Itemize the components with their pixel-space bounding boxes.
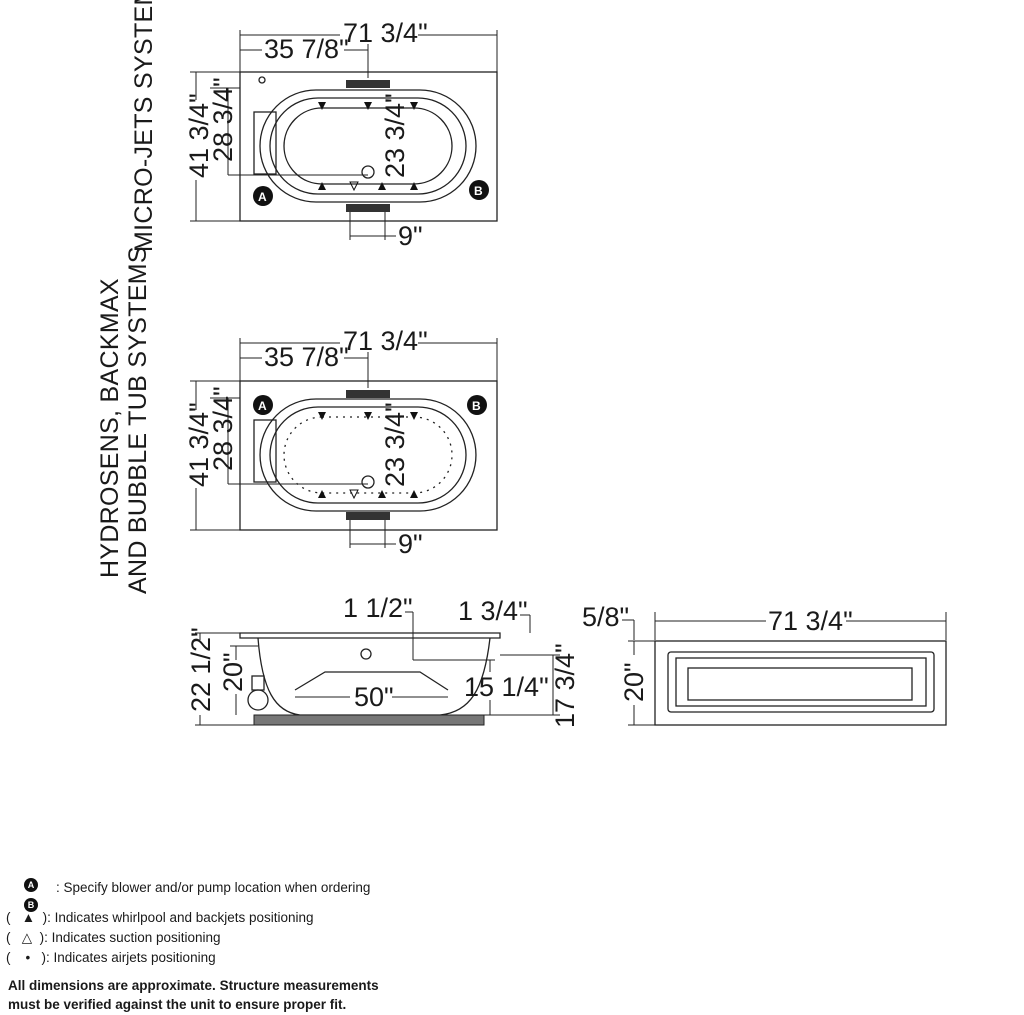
legend-row-whirlpool: ( ▲ ): Indicates whirlpool and backjets … [6,910,314,925]
dim-width: 41 3/4" [184,93,214,178]
dim-overall-height: 22 1/2" [186,627,216,712]
legend-row-airjets: ( • ): Indicates airjets positioning [6,950,216,965]
side-elevation: 1 1/2" 1 3/4" 22 1/2" 20" 50" 15 1/4" [186,593,580,728]
dim-apron-lip: 5/8" [582,602,629,632]
airjet-icon: • [25,950,31,965]
marker-a: A [258,190,267,204]
marker-b-2: B [472,399,481,413]
suction-icon: △ [21,930,33,945]
dim-side-height: 17 3/4" [550,643,580,728]
dim-half-length: 35 7/8" [264,34,349,64]
jet-icons-2 [318,412,418,498]
dim-depth: 15 1/4" [464,672,549,702]
dim-center-offset: 23 3/4" [380,93,410,178]
system-title-hydrosens-1: HYDROSENS, BACKMAX [96,278,124,578]
legend-row-suction: ( △ ): Indicates suction positioning [6,930,221,945]
dim-apron-height: 20" [619,662,649,702]
dim-length: 71 3/4" [343,18,428,48]
plan-view-micro-jets: 71 3/4" 35 7/8" 41 3/4" 28 3/4" 23 3/4" … [184,18,498,251]
dim-inner-width: 28 3/4" [208,77,238,162]
legend-text-whirlpool: ): Indicates whirlpool and backjets posi… [42,910,314,925]
disclaimer-note: All dimensions are approximate. Structur… [8,978,379,1012]
whirlpool-jet-icon: ▲ [21,910,36,925]
marker-b-icon: B [24,898,38,912]
dim-drain-offset: 9" [398,221,423,251]
dim-rim-1: 1 1/2" [343,593,413,623]
dim-apron-length: 71 3/4" [768,606,853,636]
dim-inner-width-2: 28 3/4" [208,386,238,471]
dim-rim-2: 1 3/4" [458,596,528,626]
dim-bottom-length: 50" [354,682,394,712]
system-title-micro-jets: MICRO-JETS SYSTEM [130,0,158,252]
legend-row-markers-b: B [24,894,38,914]
apron-elevation: 5/8" 71 3/4" 20" [582,602,947,726]
legend-text-markers: : Specify blower and/or pump location wh… [56,880,371,895]
dim-length-2: 71 3/4" [343,326,428,356]
dim-half-length-2: 35 7/8" [264,342,349,372]
plan-view-hydrosens: 71 3/4" 35 7/8" 41 3/4" 28 3/4" 23 3/4" … [184,326,498,559]
jet-icons [318,102,418,190]
dim-height: 20" [218,652,248,692]
dim-width-2: 41 3/4" [184,402,214,487]
dim-drain-offset-2: 9" [398,529,423,559]
system-title-hydrosens-2: AND BUBBLE TUB SYSTEMS [124,246,152,594]
marker-a-2: A [258,399,267,413]
legend-text-airjets: ): Indicates airjets positioning [41,950,216,965]
dim-center-offset-2: 23 3/4" [380,402,410,487]
marker-b: B [474,184,483,198]
legend-row-markers: A [24,874,38,894]
legend-text-suction: ): Indicates suction positioning [39,930,221,945]
marker-a-icon: A [24,878,38,892]
